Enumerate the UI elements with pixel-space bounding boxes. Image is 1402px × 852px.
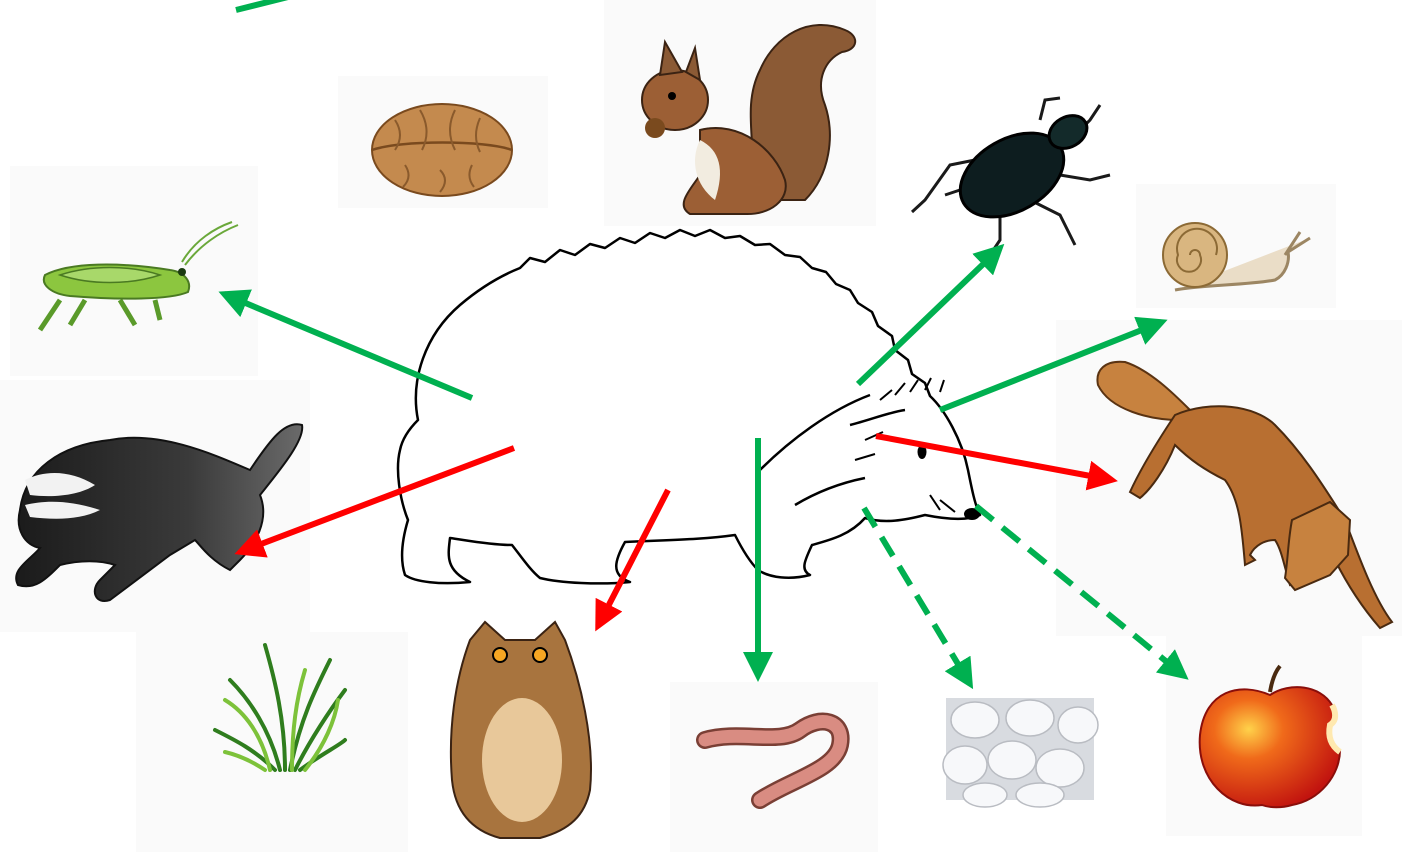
walnut bbox=[372, 104, 512, 196]
owl-chest bbox=[482, 698, 562, 822]
squirrel-nut bbox=[645, 118, 665, 138]
owl bbox=[451, 622, 591, 838]
earthworm-panel bbox=[670, 682, 878, 852]
water-beetle bbox=[912, 98, 1110, 255]
apple-body bbox=[1200, 687, 1340, 807]
grasshopper-eye bbox=[178, 268, 186, 276]
eggs bbox=[943, 698, 1098, 807]
arrow-to-water-beetle bbox=[858, 248, 1000, 384]
partial-top-arrow bbox=[236, 0, 300, 10]
hedgehog-body bbox=[398, 230, 980, 583]
owl-eye-right bbox=[533, 648, 547, 662]
snail-shell bbox=[1163, 223, 1227, 287]
owl-eye-left bbox=[493, 648, 507, 662]
arrow-to-eggs bbox=[864, 508, 970, 684]
squirrel-eye bbox=[668, 92, 676, 100]
walnut-shell bbox=[372, 104, 512, 196]
hedgehog bbox=[398, 230, 980, 583]
